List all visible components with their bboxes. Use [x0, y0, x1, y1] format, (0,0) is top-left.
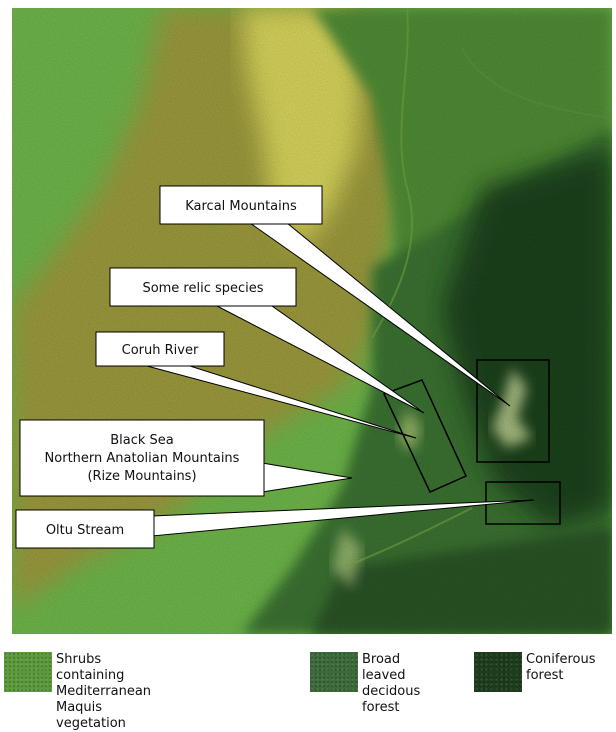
- coniferous-zone: [442, 148, 612, 528]
- legend-swatch-broadleaf: [310, 652, 358, 692]
- coruh-callout-label: Coruh River: [122, 343, 199, 358]
- peak-speckles-3: [332, 528, 362, 588]
- blacksea-callout-line3: (Rize Mountains): [87, 469, 196, 484]
- southern-forest-zone: [312, 528, 612, 634]
- river-line-2: [461, 47, 612, 119]
- relic-callout-label: Some relic species: [142, 281, 263, 296]
- karcal-area-box: [476, 359, 550, 463]
- peak-speckles-2: [397, 408, 422, 453]
- legend-label-coniferous: Coniferous forest: [526, 652, 596, 683]
- blacksea-callout-line2: Northern Anatolian Mountains: [45, 451, 240, 466]
- legend-label-maquis: Shrubs containing Mediterranean Maquis v…: [56, 652, 152, 731]
- relic-area-box: [382, 379, 467, 493]
- oltu-callout-box: [15, 509, 155, 549]
- river-line-3: [341, 507, 473, 569]
- river-line: [371, 8, 414, 339]
- legend: Shrubs containing Mediterranean Maquis v…: [0, 640, 616, 731]
- legend-swatch-coniferous: [474, 652, 522, 692]
- coruh-callout-box: [95, 331, 225, 367]
- peak-speckles: [492, 368, 532, 448]
- oltu-callout-label: Oltu Stream: [46, 523, 124, 538]
- relic-callout-box: [109, 267, 297, 307]
- legend-swatch-maquis: [4, 652, 52, 692]
- karcal-callout-box: [159, 185, 323, 225]
- karcal-callout-label: Karcal Mountains: [185, 199, 297, 214]
- blacksea-callout-box: [19, 419, 265, 497]
- satellite-map: Karcal Mountains Some relic species Coru…: [12, 8, 612, 634]
- blacksea-callout-line1: Black Sea: [110, 433, 174, 448]
- vegetation-map-image: Karcal Mountains Some relic species Coru…: [12, 8, 612, 634]
- legend-label-broadleaf: Broad leaved decidous forest: [362, 652, 421, 715]
